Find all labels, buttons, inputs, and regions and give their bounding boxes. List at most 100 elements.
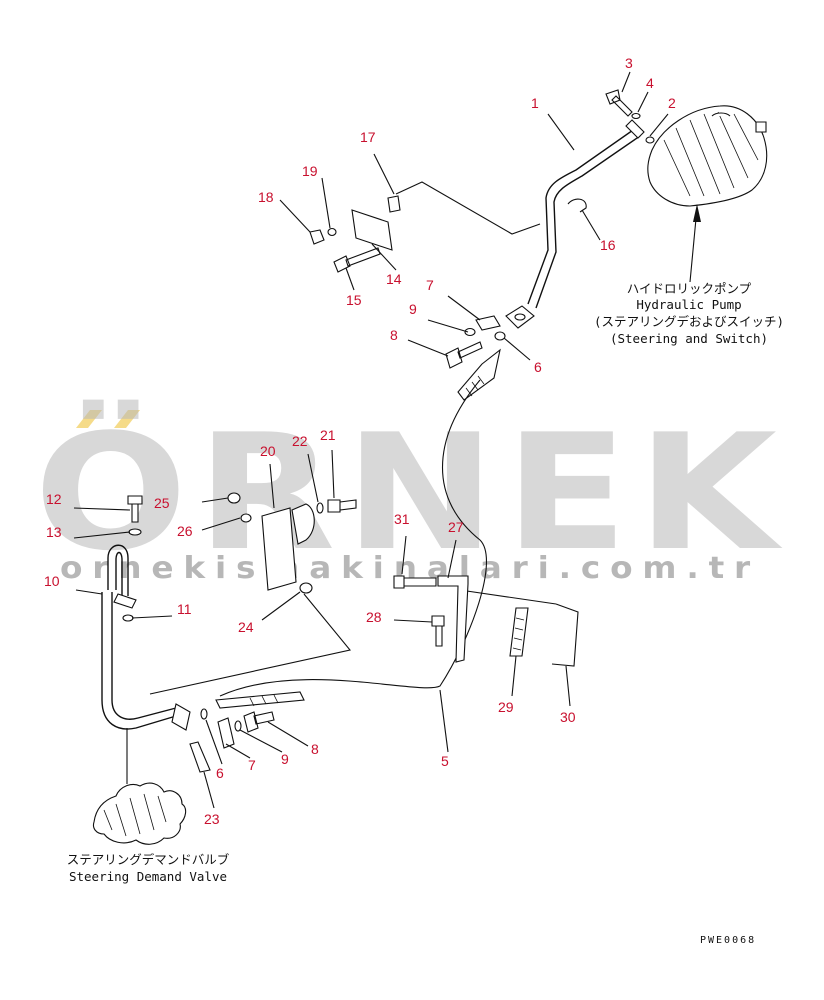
hose-fitting-top [457, 348, 501, 401]
callout-22: 22 [292, 433, 308, 449]
leader-lines [73, 71, 669, 809]
u-bolt-30 [551, 603, 579, 667]
pipe-10-inner [111, 592, 177, 720]
pipe-1 [527, 127, 637, 305]
callout-3: 3 [625, 55, 633, 71]
watermark: ÖRNEK ornekismakinalari.com.tr [34, 398, 786, 586]
callout-18: 18 [258, 189, 274, 205]
callout-17: 17 [360, 129, 376, 145]
callout-numbers: 1 2 3 4 5 6 6 7 7 8 8 9 9 10 11 12 13 14… [44, 55, 676, 827]
clamp-23 [189, 741, 211, 773]
pipe-1-top-flange [625, 119, 645, 139]
callout-19: 19 [302, 163, 318, 179]
bolt-8a [445, 341, 483, 369]
bracket-link-line [395, 181, 541, 235]
bracket-14 [351, 209, 393, 251]
valve-caption-jp: ステアリングデマンドバルブ [67, 852, 230, 867]
callout-16: 16 [600, 237, 616, 253]
callout-2: 2 [668, 95, 676, 111]
callout-24: 24 [238, 619, 254, 635]
callout-4: 4 [646, 75, 654, 91]
o-ring-6b [200, 708, 208, 720]
callout-6-lower: 6 [216, 765, 224, 781]
callout-5: 5 [441, 753, 449, 769]
bracket-20 [261, 507, 297, 591]
bolt-12 [127, 495, 143, 523]
steering-demand-valve [92, 782, 187, 845]
valve-caption-en: Steering Demand Valve [69, 869, 227, 884]
clamp-block-29 [509, 607, 529, 657]
callout-27: 27 [448, 519, 464, 535]
pipe-1-inner [535, 135, 641, 309]
pipe-10-top-flange [113, 593, 137, 609]
callout-8-lower: 8 [311, 741, 319, 757]
bolt-8b [243, 711, 275, 733]
callout-20: 20 [260, 443, 276, 459]
pipe-10-flange [171, 703, 191, 731]
bolt-21 [327, 499, 357, 513]
washer-9a [464, 327, 476, 337]
callout-15: 15 [346, 292, 362, 308]
pump-arrow-icon [693, 204, 701, 222]
washer-19 [327, 227, 337, 237]
callout-28: 28 [366, 609, 382, 625]
hose-fitting-bottom [215, 691, 305, 709]
callout-8-upper: 8 [390, 327, 398, 343]
component-captions: ハイドロリックポンプ Hydraulic Pump (ステアリングデおよびスイッ… [67, 281, 784, 884]
callout-23: 23 [204, 811, 220, 827]
callout-30: 30 [560, 709, 576, 725]
callout-13: 13 [46, 524, 62, 540]
washer-13 [128, 528, 142, 536]
washer-4 [631, 112, 641, 120]
o-ring-6a [494, 331, 506, 341]
callout-12: 12 [46, 491, 62, 507]
callout-21: 21 [320, 427, 336, 443]
pump-subcaption-jp: (ステアリングデおよびスイッチ) [594, 314, 784, 329]
hose-5 [219, 379, 488, 697]
callout-11: 11 [177, 601, 192, 617]
clamp-27 [437, 575, 469, 663]
bracket-20-plate [291, 503, 315, 545]
split-flange-7b [217, 717, 235, 749]
callout-29: 29 [498, 699, 514, 715]
clamp-link-line [459, 589, 557, 605]
washer-9b [234, 720, 242, 732]
pump-caption-en: Hydraulic Pump [636, 297, 741, 312]
washer-22 [316, 502, 324, 514]
callout-9-upper: 9 [409, 301, 417, 317]
frame-link-line [149, 593, 351, 695]
pipe-10 [101, 592, 177, 730]
bolt-31 [393, 575, 437, 589]
callout-26: 26 [177, 523, 193, 539]
callout-7-lower: 7 [248, 757, 256, 773]
callout-31: 31 [394, 511, 410, 527]
nut-18 [309, 229, 325, 245]
o-ring-2 [645, 136, 655, 144]
bolt-28 [431, 615, 445, 647]
watermark-umlaut-left [76, 410, 102, 428]
callout-7-upper: 7 [426, 277, 434, 293]
fitting-24 [299, 582, 313, 594]
o-ring-11 [122, 614, 134, 622]
clip-17 [387, 195, 401, 213]
washer-25 [227, 492, 241, 504]
drawing-code: PWE0068 [700, 935, 756, 946]
pump-subcaption-en: (Steering and Switch) [610, 331, 768, 346]
bolt-15 [333, 247, 381, 273]
clamp-16 [567, 198, 587, 213]
callout-6-upper: 6 [534, 359, 542, 375]
split-flange-7a [475, 315, 501, 331]
callout-10: 10 [44, 573, 60, 589]
bolt-3 [605, 89, 633, 117]
hydraulic-pump [647, 105, 768, 207]
watermark-brand: ÖRNEK [34, 398, 786, 586]
callout-1: 1 [531, 95, 539, 111]
pipe-10-u-bend [107, 544, 129, 596]
callout-25: 25 [154, 495, 170, 511]
pump-caption-jp: ハイドロリックポンプ [627, 281, 752, 296]
callout-14: 14 [386, 271, 402, 287]
watermark-umlaut-right [114, 410, 140, 428]
callout-9-lower: 9 [281, 751, 289, 767]
washer-26 [240, 513, 252, 523]
